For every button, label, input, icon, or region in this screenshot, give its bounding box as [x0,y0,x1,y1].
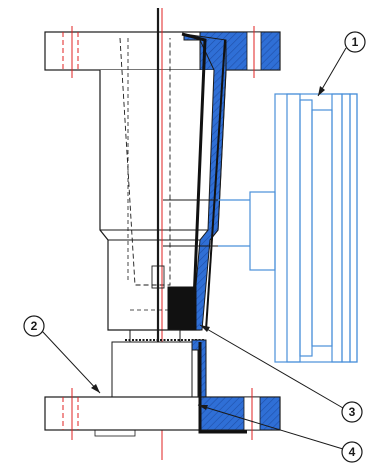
callout-4: 4 [197,404,363,463]
lower-body [111,339,207,398]
callout-3: 3 [199,324,363,423]
callout-2: 2 [23,315,101,394]
callout-1-label: 1 [352,35,359,49]
callout-4-label: 4 [349,445,356,459]
callout-3-label: 3 [349,405,356,419]
callout-2-label: 2 [31,319,38,333]
indicator-housing [218,93,358,363]
indicator-coupling [163,199,218,247]
bottom-flange [44,388,281,440]
callout-1: 1 [317,31,366,97]
